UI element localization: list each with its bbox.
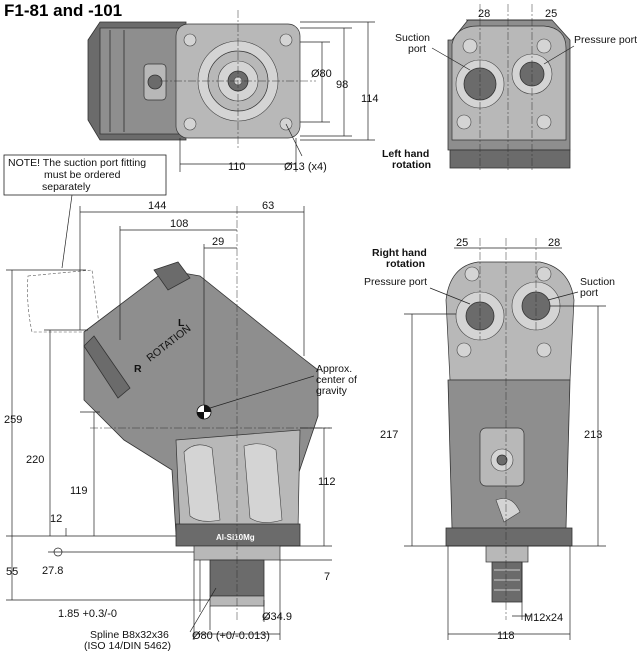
label-cog-c: gravity <box>316 385 348 397</box>
dim-112: 112 <box>318 476 336 488</box>
note-box <box>3 154 167 196</box>
note-line-1: NOTE! The suction port fitting <box>8 157 146 169</box>
label-cog-a: Approx. <box>316 363 352 375</box>
dim-80-tol: Ø80 (+0/-0.013) <box>192 630 270 642</box>
dim-217: 217 <box>380 429 398 441</box>
dim-lh-28: 28 <box>478 8 490 20</box>
side-view-pump: ROTATION R L Al-Si10Mg <box>27 261 319 607</box>
dim-29: 29 <box>212 236 224 248</box>
dim-114: 114 <box>361 93 379 105</box>
label-material: Al-Si10Mg <box>216 533 255 542</box>
label-suction-a: Suction <box>395 32 430 44</box>
label-pressure: Pressure port <box>574 34 637 46</box>
dim-55: 55 <box>6 566 18 578</box>
left-hand-rotation-view <box>447 19 571 169</box>
dim-rh-25: 25 <box>456 237 468 249</box>
label-rot-l: L <box>178 317 185 329</box>
note-line-3: separately <box>42 181 91 193</box>
drawing-title: F1-81 and -101 <box>4 1 122 20</box>
dim-1-85: 1.85 +0.3/-0 <box>58 608 117 620</box>
note-line-2: must be ordered <box>44 169 121 181</box>
dim-m12: M12x24 <box>524 612 563 624</box>
dim-118: 118 <box>497 630 515 642</box>
dim-flange-dia: Ø80 <box>311 68 332 80</box>
label-right-hand-b: rotation <box>386 258 425 270</box>
dim-holes: Ø13 (x4) <box>284 161 327 173</box>
dim-98: 98 <box>336 79 348 91</box>
dim-rh-28: 28 <box>548 237 560 249</box>
label-left-hand-b: rotation <box>392 159 431 171</box>
label-pressure-2: Pressure port <box>364 276 427 288</box>
dim-119: 119 <box>70 485 88 497</box>
dim-108: 108 <box>170 218 188 230</box>
right-hand-rotation-view <box>445 261 575 603</box>
label-spline-a: Spline B8x32x36 <box>90 629 169 641</box>
dim-144: 144 <box>148 200 166 212</box>
dim-220: 220 <box>26 454 44 466</box>
label-right-hand-a: Right hand <box>372 247 427 259</box>
dim-34-9: Ø34.9 <box>262 611 292 623</box>
dim-7: 7 <box>324 571 330 583</box>
label-suction-b: port <box>408 43 426 55</box>
label-rot-r: R <box>134 363 142 375</box>
dim-lh-25: 25 <box>545 8 557 20</box>
dim-27-8: 27.8 <box>42 565 63 577</box>
label-suction-2b: port <box>580 287 598 299</box>
dim-213: 213 <box>584 429 602 441</box>
dim-63: 63 <box>262 200 274 212</box>
dim-12: 12 <box>50 513 62 525</box>
label-left-hand-a: Left hand <box>382 148 429 160</box>
label-suction-2a: Suction <box>580 276 615 288</box>
label-spline-b: (ISO 14/DIN 5462) <box>84 640 171 652</box>
dim-110: 110 <box>228 161 246 173</box>
label-cog-b: center of <box>316 374 357 386</box>
dim-259: 259 <box>4 414 22 426</box>
